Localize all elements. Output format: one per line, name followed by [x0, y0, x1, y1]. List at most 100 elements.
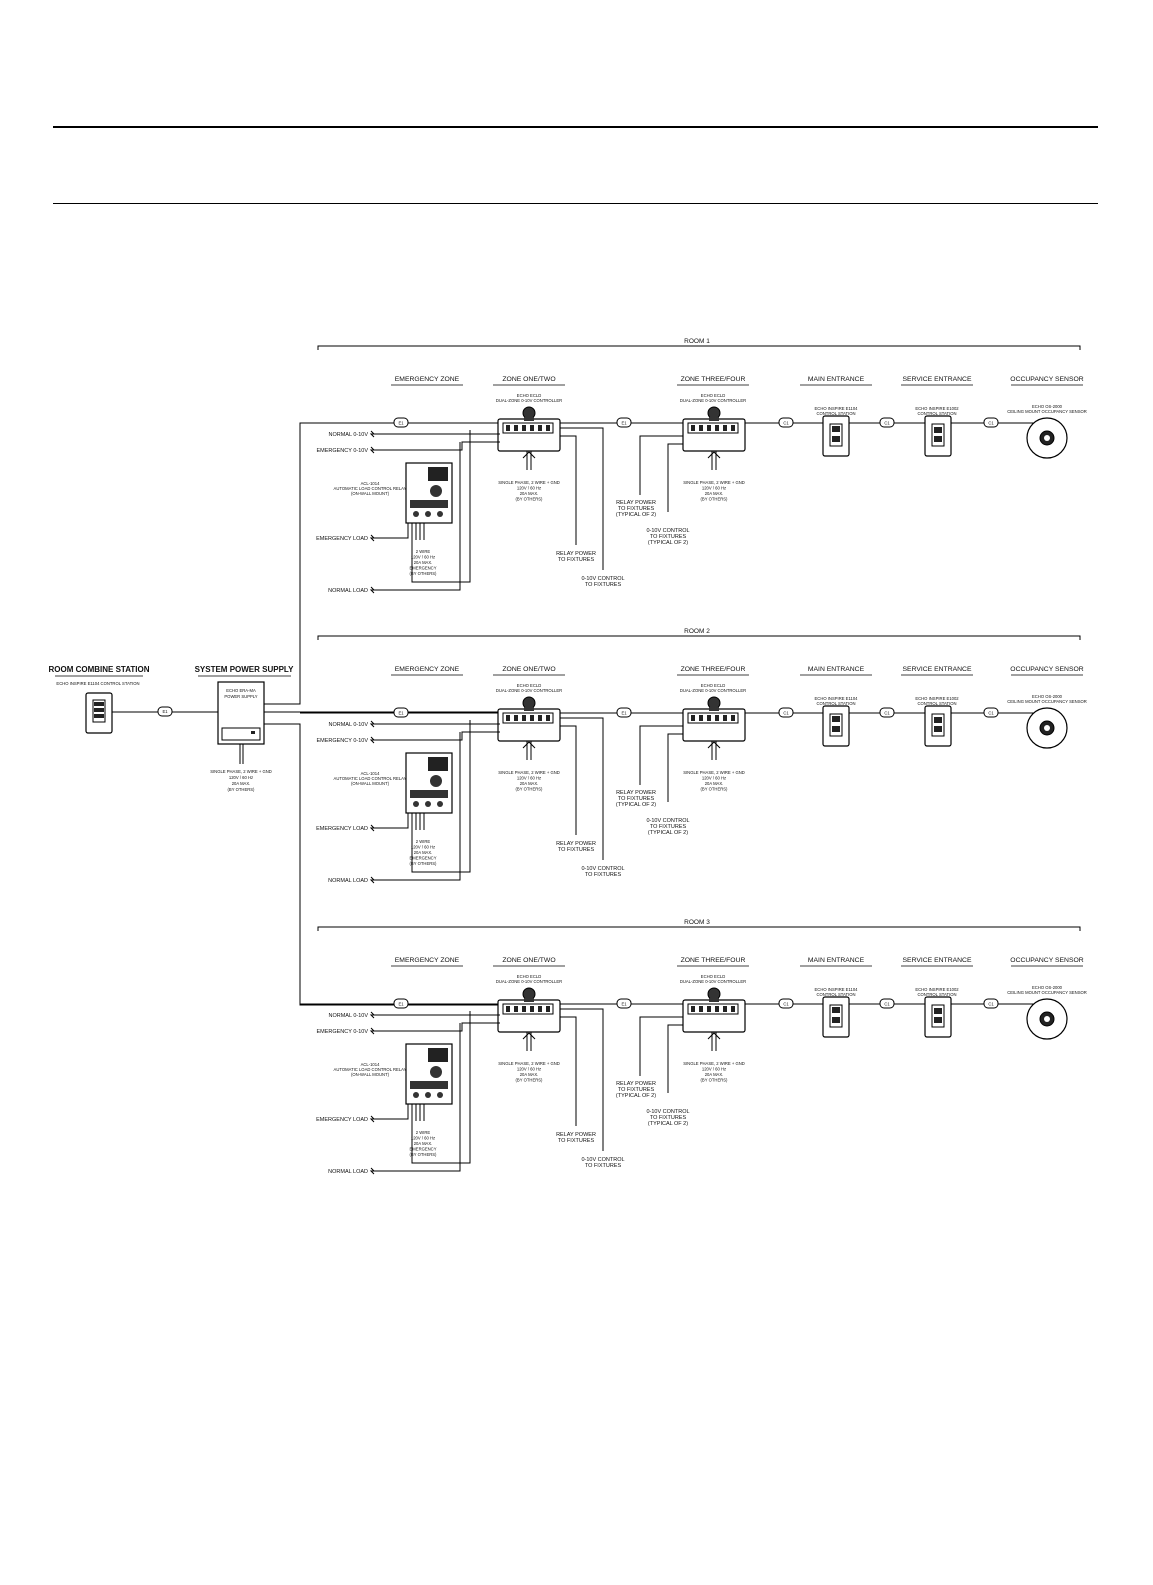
svg-text:TO FIXTURES: TO FIXTURES: [650, 1115, 687, 1121]
svg-text:E1: E1: [162, 709, 168, 714]
alcr-relay: [405, 1043, 453, 1105]
svg-text:20A MAX.: 20A MAX.: [232, 781, 251, 786]
emergency-010-label: EMERGENCY 0-10V: [316, 1029, 368, 1035]
combine-station-device: [85, 692, 113, 734]
header-zone34: ZONE THREE/FOUR: [681, 957, 746, 964]
controller-1-power-label: SINGLE PHASE, 2 WIRE + GND: [498, 1061, 560, 1066]
room-title: ROOM 3: [684, 919, 710, 926]
header-zone34: ZONE THREE/FOUR: [681, 376, 746, 383]
occupancy-label: ECHO OS-2000: [1032, 404, 1063, 409]
svg-text:20A MAX.: 20A MAX.: [705, 1072, 724, 1077]
service-entrance-station: [924, 415, 952, 457]
svg-text:20A MAX.: 20A MAX.: [520, 781, 539, 786]
alcr-relay: [405, 752, 453, 814]
svg-text:DUAL-ZONE 0-10V CONTROLLER: DUAL-ZONE 0-10V CONTROLLER: [496, 979, 562, 984]
normal-010-label: NORMAL 0-10V: [328, 432, 368, 438]
svg-text:(BY OTHERS): (BY OTHERS): [516, 1078, 544, 1083]
svg-text:(ON-WALL MOUNT): (ON-WALL MOUNT): [351, 491, 390, 496]
header-service: SERVICE ENTRANCE: [903, 957, 972, 964]
svg-text:20A MAX.: 20A MAX.: [414, 560, 433, 565]
svg-text:20A MAX.: 20A MAX.: [520, 491, 539, 496]
control-010-typ-label: 0-10V CONTROL: [646, 1109, 689, 1115]
svg-text:CONTROL STATION: CONTROL STATION: [816, 411, 855, 416]
cable-tag-2: E1: [621, 711, 627, 716]
svg-text:(TYPICAL OF 2): (TYPICAL OF 2): [648, 540, 688, 546]
main-entrance-station: [822, 996, 850, 1038]
svg-text:20A MAX.: 20A MAX.: [414, 1141, 433, 1146]
controller-zone34: [682, 696, 746, 742]
occupancy-label: ECHO OS-2000: [1032, 985, 1063, 990]
controller-zone12: [497, 696, 561, 742]
cable-tag-1: E1: [398, 711, 404, 716]
controller-1-label: ECHO ECLD: [517, 683, 541, 688]
svg-text:120V / 60 Hz: 120V / 60 Hz: [517, 1067, 541, 1072]
main-station-label: ECHO INSPIRE E1104: [815, 696, 859, 701]
svg-text:(BY OTHERS): (BY OTHERS): [410, 571, 438, 576]
cable-tag-2: E1: [621, 421, 627, 426]
controller-1-power-label: SINGLE PHASE, 2 WIRE + GND: [498, 770, 560, 775]
normal-load-label: NORMAL LOAD: [328, 878, 368, 884]
cable-tag-2: E1: [621, 1002, 627, 1007]
control-010-label: 0-10V CONTROL: [581, 1157, 624, 1163]
svg-text:TO FIXTURES: TO FIXTURES: [585, 1163, 622, 1169]
alcr-power-label: 2 WIRE: [416, 549, 431, 554]
control-010-typ-label: 0-10V CONTROL: [646, 818, 689, 824]
control-010-label: 0-10V CONTROL: [581, 866, 624, 872]
cable-tag-4: C1: [884, 1002, 890, 1007]
svg-text:CONTROL STATION: CONTROL STATION: [816, 992, 855, 997]
cable-tag-3: C1: [783, 1002, 789, 1007]
controller-2-label: ECHO ECLD: [701, 393, 725, 398]
svg-text:120V / 60 Hz: 120V / 60 Hz: [702, 776, 726, 781]
controller-zone34: [682, 987, 746, 1033]
svg-text:POWER SUPPLY: POWER SUPPLY: [224, 694, 257, 699]
occupancy-sensor: [1026, 998, 1068, 1040]
controller-zone12: [497, 987, 561, 1033]
svg-text:(BY OTHERS): (BY OTHERS): [228, 787, 256, 792]
controller-2-power-label: SINGLE PHASE, 2 WIRE + GND: [683, 480, 745, 485]
svg-text:AUTOMATIC LOAD CONTROL RELAY: AUTOMATIC LOAD CONTROL RELAY: [334, 1067, 407, 1072]
svg-text:120V / 60 Hz: 120V / 60 Hz: [229, 775, 253, 780]
cable-tag-4: C1: [884, 421, 890, 426]
svg-text:(TYPICAL OF 2): (TYPICAL OF 2): [648, 1121, 688, 1127]
main-entrance-station: [822, 705, 850, 747]
header-rule-bottom: [53, 203, 1098, 204]
svg-text:AUTOMATIC LOAD CONTROL RELAY: AUTOMATIC LOAD CONTROL RELAY: [334, 776, 407, 781]
power-supply-header: SYSTEM POWER SUPPLY: [195, 665, 295, 674]
room-bracket: [317, 345, 1081, 350]
svg-text:(BY OTHERS): (BY OTHERS): [516, 497, 544, 502]
alcr-power-label: 2 WIRE: [416, 839, 431, 844]
header-zone12: ZONE ONE/TWO: [502, 376, 555, 383]
svg-text:TO FIXTURES: TO FIXTURES: [558, 847, 595, 853]
normal-010-label: NORMAL 0-10V: [328, 722, 368, 728]
svg-text:(TYPICAL OF 2): (TYPICAL OF 2): [648, 830, 688, 836]
svg-text:TO FIXTURES: TO FIXTURES: [618, 796, 655, 802]
controller-2-label: ECHO ECLD: [701, 974, 725, 979]
normal-load-label: NORMAL LOAD: [328, 1169, 368, 1175]
room-title: ROOM 2: [684, 628, 710, 635]
relay-power-typ-label: RELAY POWER: [616, 790, 656, 796]
combine-station-label: ECHO INSPIRE E1104 CONTROL STATION: [56, 681, 139, 686]
alcr-label: ACL-1014: [361, 481, 381, 486]
header-occupancy: OCCUPANCY SENSOR: [1010, 957, 1083, 964]
service-station-label: ECHO INSPIRE E1002: [915, 696, 959, 701]
cable-tag-3: C1: [783, 711, 789, 716]
psu-input-label-1: SINGLE PHASE, 2 WIRE + GND: [210, 769, 272, 774]
normal-load-label: NORMAL LOAD: [328, 588, 368, 594]
svg-text:120V / 60 Hz: 120V / 60 Hz: [517, 776, 541, 781]
svg-text:20A MAX.: 20A MAX.: [705, 781, 724, 786]
svg-text:(BY OTHERS): (BY OTHERS): [701, 1078, 729, 1083]
header-main: MAIN ENTRANCE: [808, 957, 865, 964]
header-emergency: EMERGENCY ZONE: [395, 957, 460, 964]
header-emergency: EMERGENCY ZONE: [395, 376, 460, 383]
svg-text:DUAL-ZONE 0-10V CONTROLLER: DUAL-ZONE 0-10V CONTROLLER: [680, 979, 746, 984]
relay-power-label: RELAY POWER: [556, 551, 596, 557]
svg-text:20A MAX.: 20A MAX.: [705, 491, 724, 496]
svg-text:(BY OTHERS): (BY OTHERS): [516, 787, 544, 792]
controller-1-label: ECHO ECLD: [517, 974, 541, 979]
header-zone34: ZONE THREE/FOUR: [681, 666, 746, 673]
controller-2-power-label: SINGLE PHASE, 2 WIRE + GND: [683, 770, 745, 775]
svg-text:CONTROL STATION: CONTROL STATION: [917, 992, 956, 997]
controller-1-label: ECHO ECLD: [517, 393, 541, 398]
